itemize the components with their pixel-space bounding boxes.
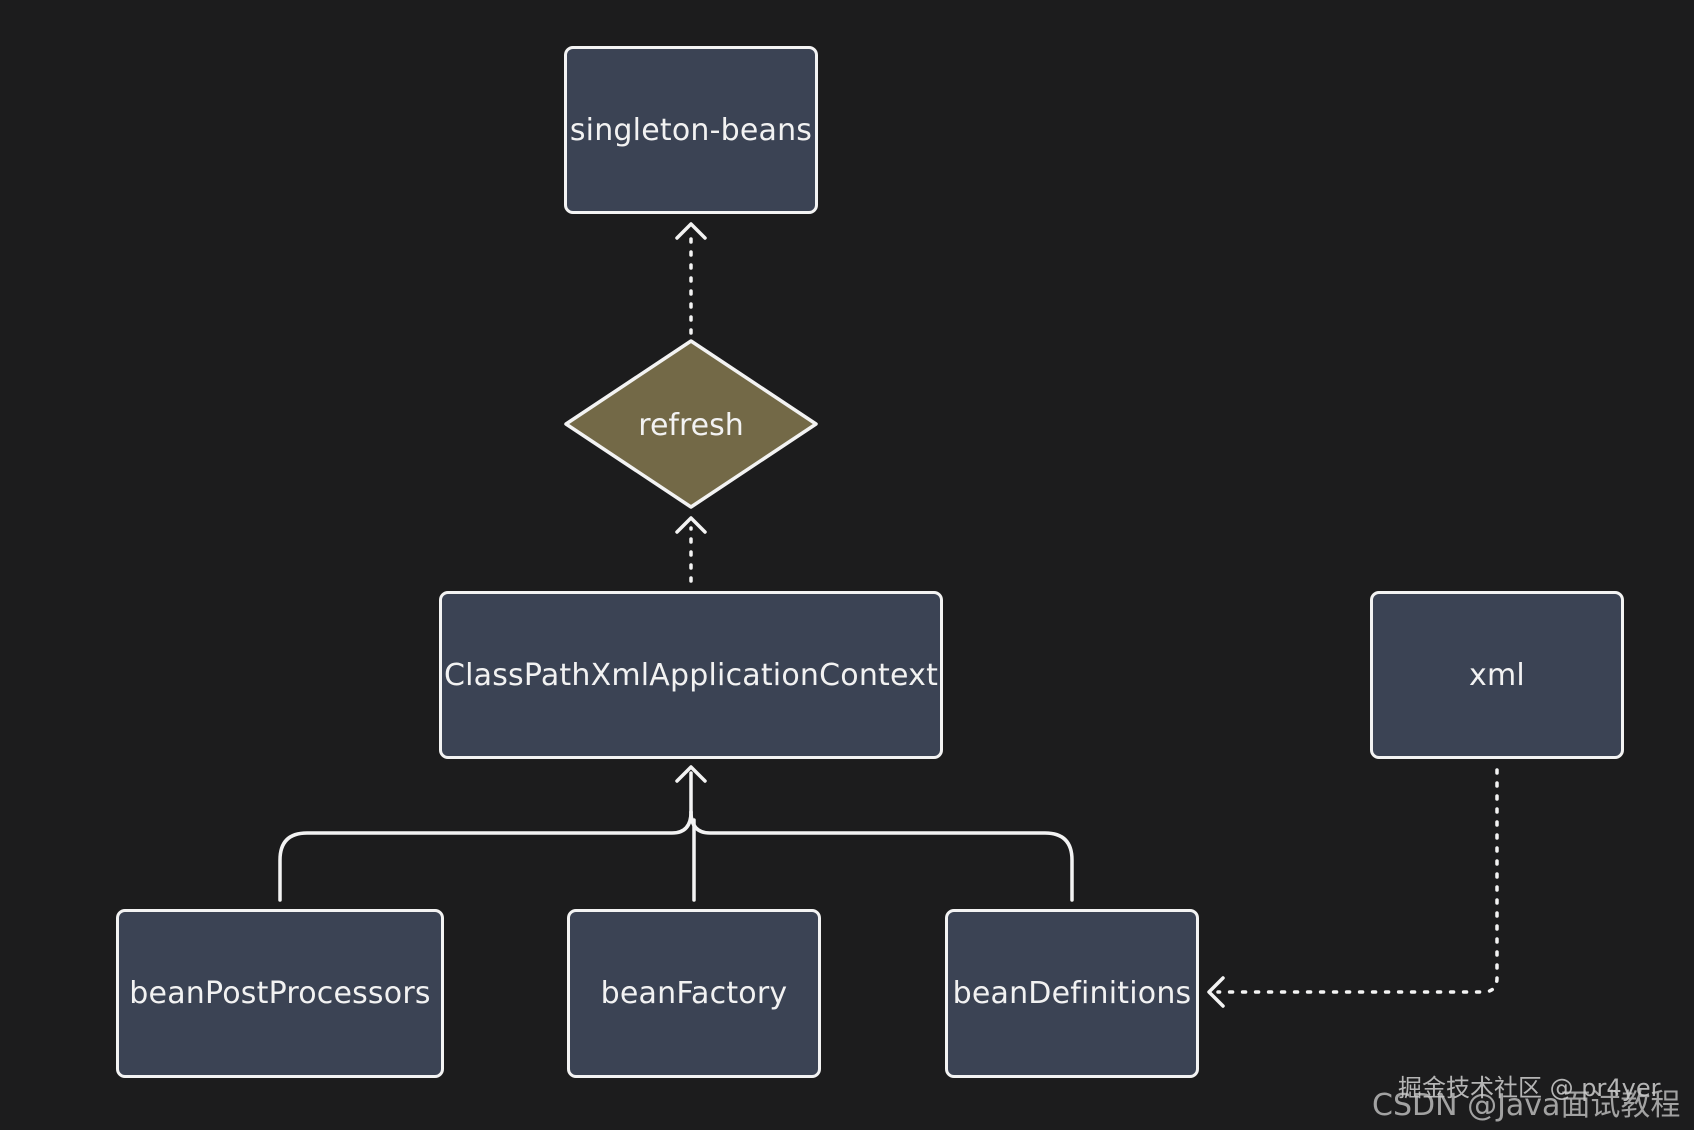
node-bean-factory: beanFactory xyxy=(567,909,821,1078)
arrowhead-singleton xyxy=(675,222,707,240)
node-bean-post-processors: beanPostProcessors xyxy=(116,909,444,1078)
arrowhead-definitions xyxy=(1207,976,1225,1008)
node-singleton-beans-label: singleton-beans xyxy=(569,112,813,148)
node-classpath-xml-application-context: ClassPathXmlApplicationContext xyxy=(439,591,943,759)
refresh-diamond-shape xyxy=(564,339,818,509)
node-singleton-beans: singleton-beans xyxy=(564,46,818,214)
node-bean-factory-label: beanFactory xyxy=(600,976,788,1011)
edge-xml-to-definitions xyxy=(1216,768,1499,994)
node-xml: xml xyxy=(1370,591,1624,759)
arrowhead-context xyxy=(675,765,707,783)
edge-bpp-to-context xyxy=(278,810,693,902)
watermark-csdn: CSDN @Java面试教程 xyxy=(1372,1088,1681,1123)
node-bean-post-processors-label: beanPostProcessors xyxy=(129,976,431,1011)
node-xml-label: xml xyxy=(1469,657,1525,693)
node-bean-definitions-label: beanDefinitions xyxy=(952,976,1192,1011)
edge-defs-to-context xyxy=(689,810,1074,902)
watermark-juejin: 掘金技术社区 @ pr4yer xyxy=(1398,1074,1661,1102)
node-context-label: ClassPathXmlApplicationContext xyxy=(443,657,939,693)
node-bean-definitions: beanDefinitions xyxy=(945,909,1199,1078)
arrowhead-refresh xyxy=(675,516,707,534)
